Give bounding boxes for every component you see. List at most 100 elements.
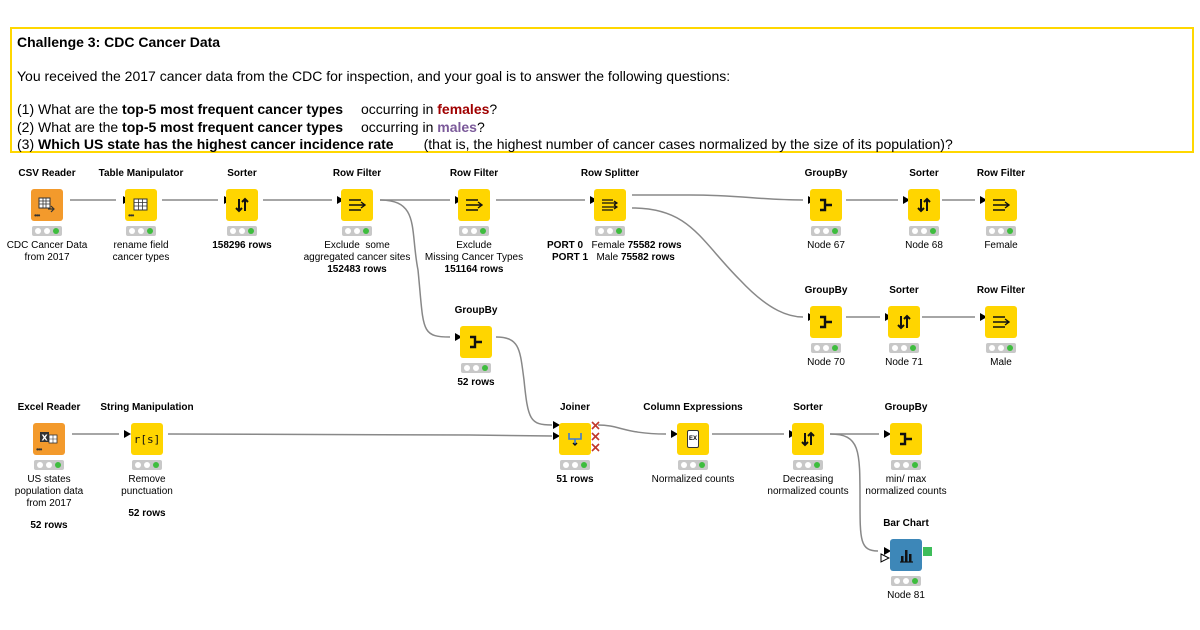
- connection: [829, 433, 879, 552]
- joiner-node[interactable]: Joiner 51 rows: [515, 401, 635, 486]
- sorter-node-mid[interactable]: Sorter Node 71: [844, 284, 964, 369]
- row-filter-icon[interactable]: [985, 189, 1017, 221]
- sorter-node-top[interactable]: Sorter Node 68: [864, 167, 984, 252]
- bar-chart-node[interactable]: Bar Chart Node 81: [846, 517, 966, 602]
- row-filter-node-mid[interactable]: Row Filter Male: [941, 284, 1061, 369]
- node-title: Sorter: [793, 402, 823, 413]
- node-title: Column Expressions: [643, 402, 743, 413]
- node-status: [889, 343, 919, 353]
- sort-icon[interactable]: [888, 306, 920, 338]
- node-title: Excel Reader: [17, 402, 81, 413]
- node-description: Exclude some aggregated cancer sites: [303, 240, 411, 263]
- node-description: 158296 rows: [212, 240, 272, 251]
- connection: [631, 207, 804, 318]
- string-manipulation-node[interactable]: String Manipulation r[s] Remove punctuat…: [87, 401, 207, 520]
- groupby-node-top[interactable]: GroupBy Node 67: [766, 167, 886, 252]
- excel-reader-node[interactable]: Excel Reader X ••• US states population …: [0, 401, 109, 532]
- sort-icon[interactable]: [226, 189, 258, 221]
- bar-chart-icon[interactable]: [890, 539, 922, 571]
- groupby-icon[interactable]: [810, 189, 842, 221]
- table-manipulator-icon[interactable]: •••: [125, 189, 157, 221]
- node-title: Row Filter: [449, 168, 499, 179]
- annotation-question-3: (3) Which US state has the highest cance…: [17, 136, 953, 152]
- node-description: Remove punctuation: [121, 474, 173, 497]
- node-description: Female: [984, 240, 1018, 251]
- annotation-question-2: (2) What are the top-5 most frequent can…: [17, 119, 485, 135]
- node-title: Joiner: [559, 402, 590, 413]
- node-title: Table Manipulator: [98, 168, 184, 179]
- row-splitter-icon[interactable]: [594, 189, 626, 221]
- groupby-node-mid[interactable]: GroupBy Node 70: [766, 284, 886, 369]
- node-row-count: 152483 rows: [327, 264, 387, 275]
- csv-reader-node[interactable]: CSV Reader ••• CDC Cancer Data from 2017: [0, 167, 107, 264]
- row-filter-icon[interactable]: [341, 189, 373, 221]
- node-row-count: 52 rows: [128, 508, 166, 519]
- node-title: Row Filter: [976, 285, 1026, 296]
- column-expressions-icon[interactable]: EX: [677, 423, 709, 455]
- node-status: [595, 226, 625, 236]
- node-description: Male: [990, 357, 1012, 368]
- csv-reader-icon[interactable]: •••: [31, 189, 63, 221]
- node-title: Sorter: [909, 168, 939, 179]
- node-row-count: 52 rows: [30, 520, 68, 531]
- table-manipulator-node[interactable]: Table Manipulator ••• rename field cance…: [81, 167, 201, 264]
- node-status: [34, 460, 64, 470]
- node-title: Sorter: [889, 285, 919, 296]
- node-title: Sorter: [227, 168, 257, 179]
- column-expressions-node[interactable]: Column Expressions EX Normalized counts: [633, 401, 753, 486]
- annotation-question-1: (1) What are the top-5 most frequent can…: [17, 101, 498, 117]
- groupby-icon[interactable]: [810, 306, 842, 338]
- groupby-node-bottom[interactable]: GroupBy min/ max normalized counts: [846, 401, 966, 498]
- node-status: [461, 363, 491, 373]
- node-status: [32, 226, 62, 236]
- node-title: CSV Reader: [18, 168, 76, 179]
- node-description: Node 68: [905, 240, 943, 251]
- sorter-node-1[interactable]: Sorter 158296 rows: [182, 167, 302, 252]
- connection: [379, 199, 451, 338]
- node-title: Bar Chart: [883, 518, 929, 529]
- bar-chart-input-port[interactable]: [880, 553, 890, 563]
- bar-chart-output-port[interactable]: [923, 547, 932, 556]
- node-title: GroupBy: [804, 285, 848, 296]
- node-status: [132, 460, 162, 470]
- sorter-node-bottom[interactable]: Sorter Decreasing normalized counts: [748, 401, 868, 498]
- node-row-count: 151164 rows: [444, 264, 504, 275]
- row-splitter-port-1: PORT 1 Male 75582 rows: [552, 252, 675, 263]
- node-title: Row Filter: [976, 168, 1026, 179]
- node-status: [891, 460, 921, 470]
- excel-reader-icon[interactable]: X •••: [33, 423, 65, 455]
- node-description: Exclude Missing Cancer Types: [424, 240, 524, 263]
- joiner-icon[interactable]: [559, 423, 591, 455]
- joiner-output-ports: [591, 421, 600, 452]
- node-status: [459, 226, 489, 236]
- groupby-node-state[interactable]: GroupBy 52 rows: [416, 304, 536, 389]
- groupby-icon[interactable]: [890, 423, 922, 455]
- row-splitter-port-0: PORT 0 Female 75582 rows: [547, 240, 682, 251]
- node-status: [793, 460, 823, 470]
- row-filter-icon[interactable]: [985, 306, 1017, 338]
- row-filter-node-2[interactable]: Row Filter Exclude Missing Cancer Types …: [414, 167, 534, 276]
- connection: [597, 424, 667, 435]
- node-status: [811, 226, 841, 236]
- connection: [632, 194, 804, 201]
- row-filter-node-top[interactable]: Row Filter Female: [941, 167, 1061, 252]
- node-title: GroupBy: [454, 305, 498, 316]
- groupby-icon[interactable]: [460, 326, 492, 358]
- svg-text:X: X: [42, 434, 49, 443]
- connection: [167, 433, 553, 437]
- node-description: min/ max normalized counts: [865, 474, 947, 497]
- node-status: [560, 460, 590, 470]
- row-splitter-node[interactable]: Row Splitter: [550, 167, 670, 236]
- node-description: Normalized counts: [651, 474, 735, 485]
- row-filter-node-1[interactable]: Row Filter Exclude some aggregated cance…: [297, 167, 417, 276]
- node-description: US states population data from 2017: [14, 474, 84, 509]
- sort-icon[interactable]: [792, 423, 824, 455]
- sort-icon[interactable]: [908, 189, 940, 221]
- row-filter-icon[interactable]: [458, 189, 490, 221]
- workflow-annotation[interactable]: Challenge 3: CDC Cancer Data You receive…: [10, 27, 1194, 153]
- annotation-title: Challenge 3: CDC Cancer Data: [17, 34, 221, 50]
- node-title: Row Filter: [332, 168, 382, 179]
- node-status: [811, 343, 841, 353]
- string-manipulation-icon[interactable]: r[s]: [131, 423, 163, 455]
